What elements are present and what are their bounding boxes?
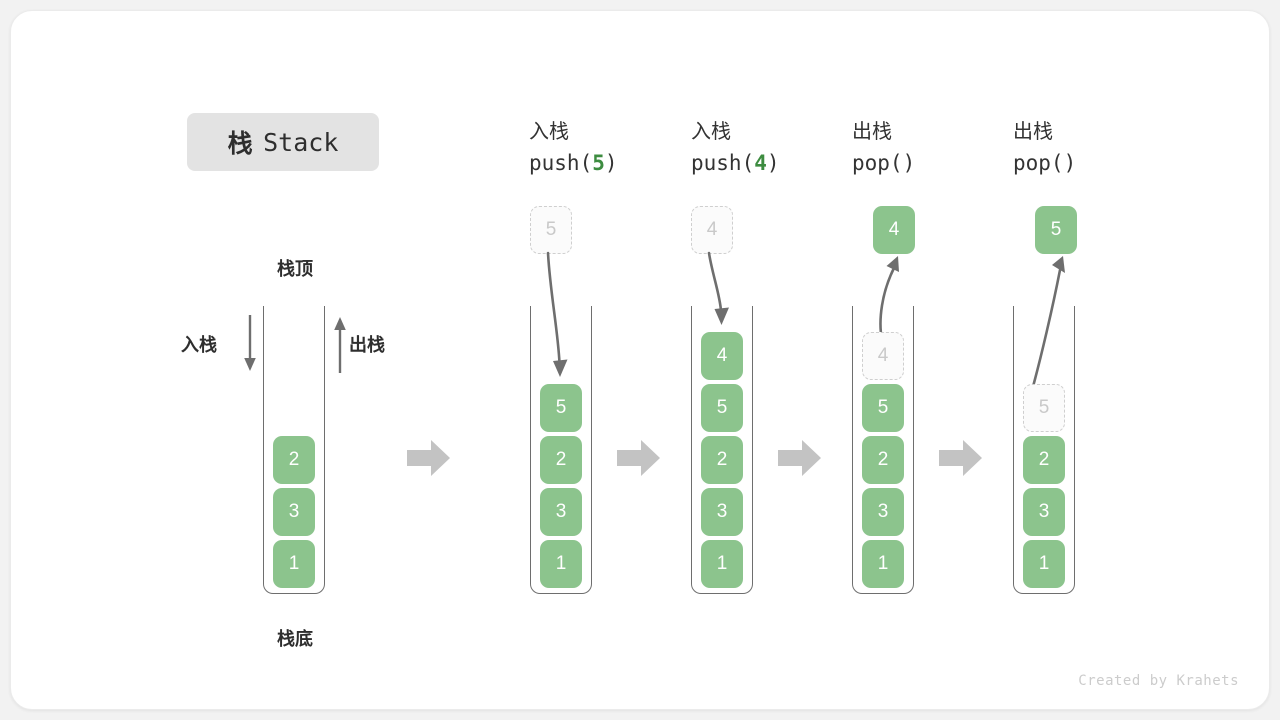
stack-cell: 3: [540, 488, 582, 536]
label-push: 入栈: [181, 335, 217, 355]
stack-cell: 1: [701, 540, 743, 588]
header-cn: 出栈: [852, 121, 892, 143]
stack-cells-initial: 1 3 2: [273, 436, 315, 588]
diagram-canvas: 栈 Stack 栈顶 栈底 入栈 出栈 1 3 2 入栈 push(5) 5: [10, 10, 1270, 710]
credit-text: Created by Krahets: [1078, 673, 1239, 689]
stack-cell: 3: [701, 488, 743, 536]
floating-cell-push-5: 5: [530, 206, 572, 254]
column-header-pop-1: 出栈 pop(): [852, 117, 1002, 179]
floating-cell-pop-5: 5: [1035, 206, 1077, 254]
column-header-push-4: 入栈 push(4): [691, 117, 841, 179]
header-code: push(4): [691, 147, 841, 179]
column-header-push-5: 入栈 push(5): [529, 117, 679, 179]
column-header-pop-2: 出栈 pop(): [1013, 117, 1163, 179]
code-arg: 4: [754, 151, 767, 175]
title-badge: 栈 Stack: [187, 113, 379, 171]
stack-cell-removed: 5: [1023, 384, 1065, 432]
stack-cell: 1: [273, 540, 315, 588]
stack-cell: 2: [701, 436, 743, 484]
header-code: pop(): [852, 147, 1002, 179]
pop-motion-arrow-icon: [1029, 256, 1065, 396]
floating-cell-pop-4: 4: [873, 206, 915, 254]
stack-cell: 4: [701, 332, 743, 380]
stack-cell: 1: [540, 540, 582, 588]
flow-arrow-icon: [617, 440, 660, 476]
stack-cells-push-4: 1 3 2 5 4: [701, 332, 743, 588]
stack-cell: 3: [862, 488, 904, 536]
stack-cell: 2: [862, 436, 904, 484]
code-pre: pop(: [1013, 151, 1064, 175]
stack-cell: 5: [862, 384, 904, 432]
push-direction-arrow-icon: [244, 315, 256, 371]
code-post: ): [902, 151, 916, 175]
title-en: Stack: [263, 127, 339, 157]
code-post: ): [766, 151, 780, 175]
stack-cells-pop-2: 1 3 2 5: [1023, 384, 1065, 588]
header-code: pop(): [1013, 147, 1163, 179]
stack-cell: 2: [1023, 436, 1065, 484]
push-motion-arrow-icon: [707, 251, 729, 325]
label-stack-bottom: 栈底: [277, 629, 313, 649]
stack-container-initial: 1 3 2: [263, 306, 325, 594]
header-cn: 出栈: [1013, 121, 1053, 143]
flow-arrow-icon: [778, 440, 821, 476]
stack-cell: 5: [540, 384, 582, 432]
title-cn: 栈: [227, 130, 254, 158]
stack-container-pop-1: 1 3 2 5 4: [852, 306, 914, 594]
stack-cells-pop-1: 1 3 2 5 4: [862, 332, 904, 588]
code-pre: push(: [691, 151, 755, 175]
stack-container-pop-2: 1 3 2 5: [1013, 306, 1075, 594]
label-pop: 出栈: [349, 335, 385, 355]
floating-cell-push-4: 4: [691, 206, 733, 254]
stack-cell: 5: [701, 384, 743, 432]
header-cn: 入栈: [529, 121, 569, 143]
header-cn: 入栈: [691, 121, 731, 143]
stack-cell: 3: [1023, 488, 1065, 536]
stack-cells-push-5: 1 3 2 5: [540, 384, 582, 588]
pop-direction-arrow-icon: [334, 317, 346, 373]
stack-cell-removed: 4: [862, 332, 904, 380]
stack-container-push-5: 1 3 2 5: [530, 306, 592, 594]
stack-cell: 1: [862, 540, 904, 588]
code-pre: push(: [529, 151, 593, 175]
flow-arrow-icon: [407, 440, 450, 476]
flow-arrow-icon: [939, 440, 982, 476]
header-code: push(5): [529, 147, 679, 179]
stack-cell: 2: [540, 436, 582, 484]
push-motion-arrow-icon: [546, 251, 568, 377]
code-pre: pop(: [852, 151, 903, 175]
stack-cell: 3: [273, 488, 315, 536]
stack-container-push-4: 1 3 2 5 4: [691, 306, 753, 594]
code-post: ): [1063, 151, 1077, 175]
code-arg: 5: [592, 151, 605, 175]
stack-cell: 2: [273, 436, 315, 484]
code-post: ): [604, 151, 618, 175]
stack-cell: 1: [1023, 540, 1065, 588]
label-stack-top: 栈顶: [277, 259, 313, 279]
